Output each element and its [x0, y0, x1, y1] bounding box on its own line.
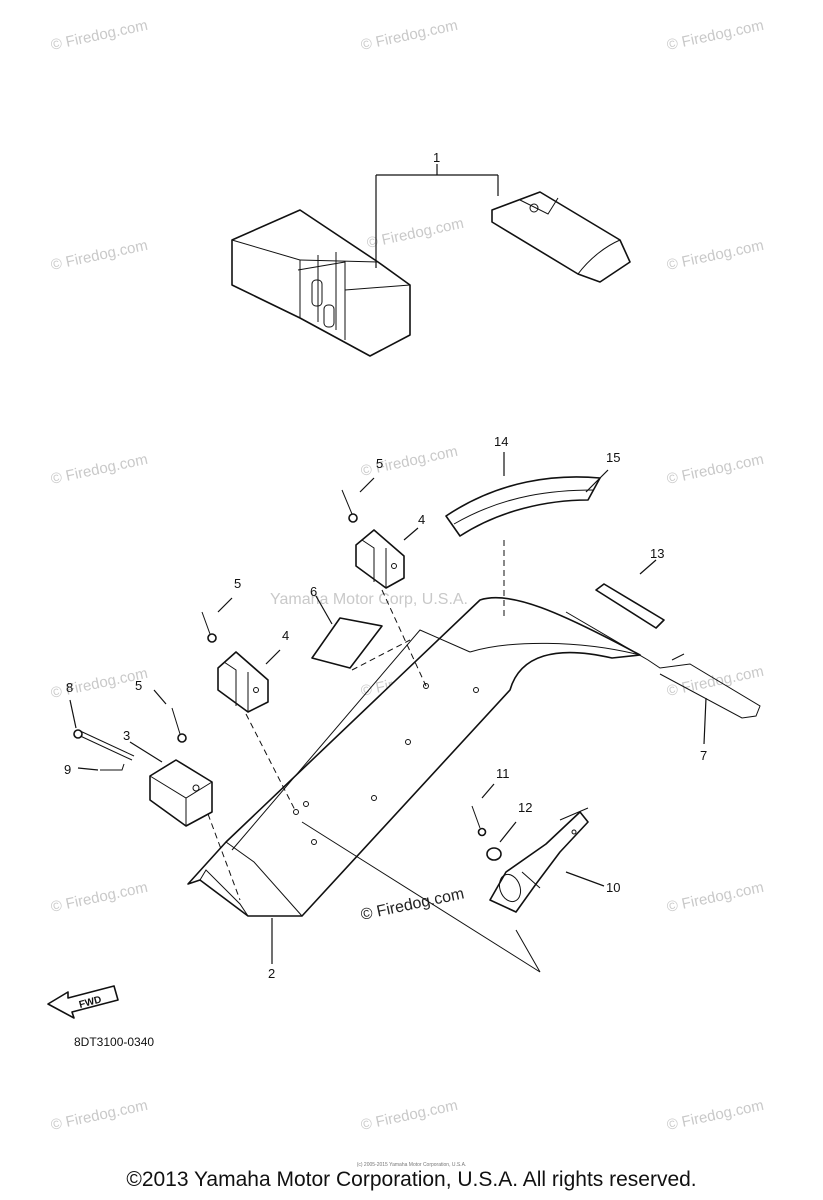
- watermark: © Firedog.com: [665, 879, 765, 916]
- callout-4: 4: [282, 628, 289, 643]
- part-5-rivets: [153, 477, 375, 743]
- callout-4: 4: [418, 512, 425, 527]
- callout-labels: 1 2 3 4 4 5 5 5 6 7 8 9 10 11 12 13 14 1…: [64, 150, 707, 981]
- part-8-pin: [69, 699, 135, 761]
- watermark-center: Yamaha Motor Corp, U.S.A.: [270, 591, 468, 608]
- part-11-screw: [471, 783, 495, 837]
- callout-6: 6: [310, 584, 317, 599]
- part-7-rod: [565, 611, 761, 745]
- watermark: © Firedog.com: [665, 17, 765, 54]
- part-2-mat: [187, 596, 641, 964]
- watermark: © Firedog.com: [49, 237, 149, 274]
- part-12-washer: [486, 821, 517, 861]
- part-4-clip-lower: [217, 649, 297, 813]
- callout-7: 7: [700, 748, 707, 763]
- small-print: (c) 2005-2015 Yamaha Motor Corporation, …: [356, 1162, 467, 1168]
- callout-8: 8: [66, 680, 73, 695]
- fwd-arrow-icon: FWD: [47, 985, 119, 1019]
- part-15-pad-cover: [585, 469, 609, 493]
- callout-5: 5: [234, 576, 241, 591]
- watermark: © Firedog.com: [665, 451, 765, 488]
- watermark: © Firedog.com: [49, 17, 149, 54]
- watermark: © Firedog.com: [359, 17, 459, 54]
- diagram-code: 8DT3100-0340: [74, 1035, 154, 1049]
- callout-9: 9: [64, 762, 71, 777]
- watermarks: © Firedog.com © Firedog.com © Firedog.co…: [49, 17, 765, 1134]
- watermark: © Firedog.com: [49, 451, 149, 488]
- part-4-clip-upper: [355, 527, 427, 687]
- watermark: © Firedog.com: [359, 443, 459, 480]
- watermark: © Firedog.com: [365, 215, 465, 252]
- callout-14: 14: [494, 434, 508, 449]
- part-13-strip: [595, 559, 665, 629]
- watermark: © Firedog.com: [49, 1097, 149, 1134]
- callout-5: 5: [135, 678, 142, 693]
- copyright-footer: ©2013 Yamaha Motor Corporation, U.S.A. A…: [126, 1168, 697, 1191]
- callout-11: 11: [496, 766, 510, 781]
- part-6-label: [311, 595, 411, 671]
- callout-2: 2: [268, 966, 275, 981]
- part-9-clip: [77, 763, 125, 771]
- watermark: © Firedog.com: [665, 237, 765, 274]
- watermark: © Firedog.com: [665, 1097, 765, 1134]
- part-1-storage-bag: [231, 164, 631, 357]
- callout-12: 12: [518, 800, 532, 815]
- callout-10: 10: [606, 880, 620, 895]
- part-14-pad: [445, 452, 601, 620]
- callout-5: 5: [376, 456, 383, 471]
- watermark: © Firedog.com: [359, 1097, 459, 1134]
- callout-3: 3: [123, 728, 130, 743]
- callout-15: 15: [606, 450, 620, 465]
- watermark: © Firedog.com: [665, 663, 765, 700]
- callout-13: 13: [650, 546, 664, 561]
- callout-1: 1: [433, 150, 440, 165]
- part-3-bracket: [129, 741, 241, 901]
- watermark: © Firedog.com: [49, 879, 149, 916]
- part-10-holder: [301, 807, 605, 973]
